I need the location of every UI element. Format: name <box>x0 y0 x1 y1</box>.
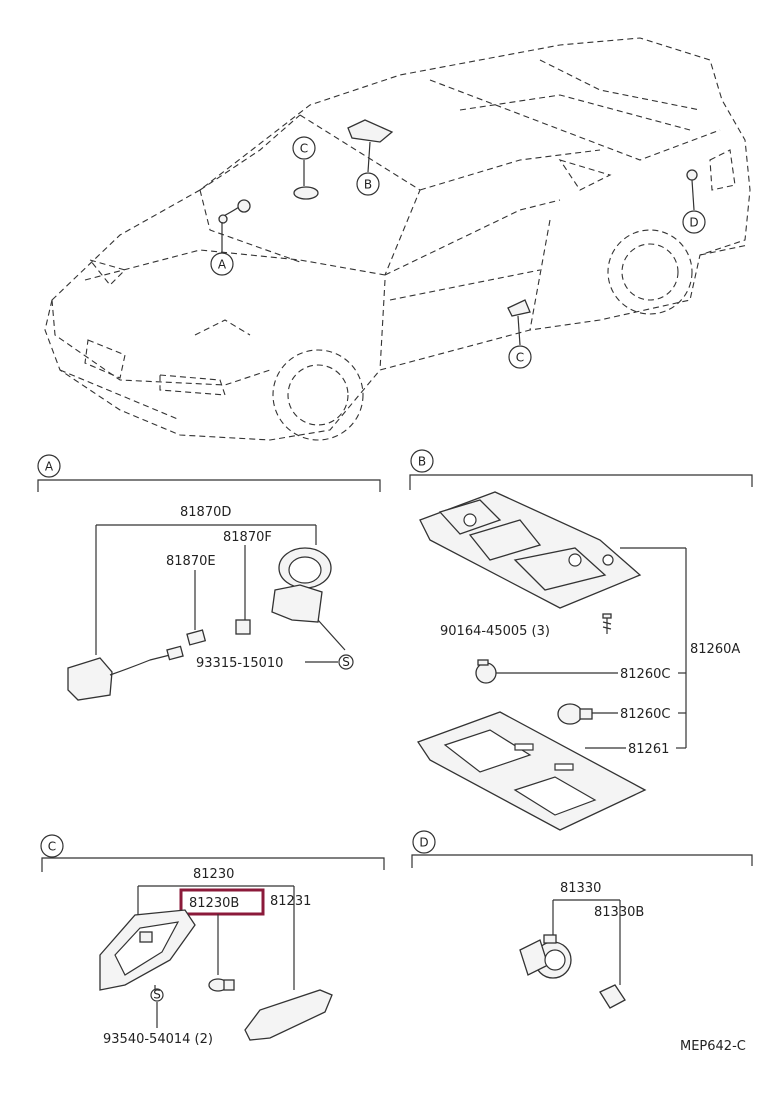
room-lamp-base-shape <box>419 491 642 609</box>
section-b: B 81260A 90164-45005 (3) 81260C <box>409 449 753 831</box>
drawing-code: MEP642-C <box>680 1039 746 1054</box>
section-b-badge <box>410 449 434 473</box>
side-lens-shape <box>244 989 333 1041</box>
section-c: C 81230 81230B 81231 S 93540-54014 (2) <box>40 834 385 1047</box>
section-a: A 81870D 81870F 81870E 93315-15010 S <box>37 454 381 701</box>
car-illustration <box>44 37 751 441</box>
part-81870f-label: 81870F <box>223 530 272 545</box>
part-81260c-2-label: 81260C <box>620 707 670 722</box>
part-81230b-label: 81230B <box>189 896 239 911</box>
part-81261-label: 81261 <box>628 742 669 757</box>
svg-text:C: C <box>300 142 308 156</box>
svg-text:A: A <box>218 258 227 272</box>
section-d-letter: D <box>419 836 428 850</box>
screw-93540-label: 93540-54014 (2) <box>103 1032 213 1047</box>
side-lamp-housing-shape <box>99 909 196 991</box>
callout-b-car: B <box>356 172 380 196</box>
screw-s-mark-a: S <box>342 655 350 669</box>
part-81330b-label: 81330B <box>594 905 644 920</box>
section-d: D 81330 81330B <box>411 830 753 1009</box>
section-b-letter: B <box>418 455 426 469</box>
screw-s-mark-c: S <box>153 988 161 1002</box>
section-d-badge <box>412 830 436 854</box>
part-81260a-label: 81260A <box>690 642 740 657</box>
highlight-81230b <box>179 888 265 916</box>
bulb-81870e-shape <box>186 629 207 646</box>
section-a-badge <box>37 454 61 478</box>
part-81260c-1-label: 81260C <box>620 667 670 682</box>
door-switch-shape <box>67 657 113 701</box>
section-c-letter: C <box>48 840 56 854</box>
screw-shape-b <box>602 613 612 634</box>
callout-d-car: D <box>682 210 706 234</box>
bulb-81330b-shape <box>599 984 626 1009</box>
socket-81870f-shape <box>235 619 251 635</box>
screw-93315-label: 93315-15010 <box>196 656 283 671</box>
section-c-badge <box>40 834 64 858</box>
part-81870d-label: 81870D <box>180 505 231 520</box>
screw-90164-label: 90164-45005 (3) <box>440 624 550 639</box>
part-81230-label: 81230 <box>193 867 234 882</box>
part-81231-label: 81231 <box>270 894 311 909</box>
part-81330-label: 81330 <box>560 881 601 896</box>
room-lamp-lens-shape <box>417 711 647 831</box>
bulb-81260c-2-shape <box>557 703 593 725</box>
section-a-letter: A <box>45 460 54 474</box>
callout-c-car-right: C <box>508 345 532 369</box>
svg-text:D: D <box>689 216 698 230</box>
bulb-81260c-1-shape <box>475 659 497 684</box>
callout-c-car-left: C <box>292 136 316 160</box>
part-81870e-label: 81870E <box>166 554 216 569</box>
svg-text:C: C <box>516 351 524 365</box>
bulb-81230b-shape <box>208 978 235 992</box>
svg-text:B: B <box>364 178 372 192</box>
callout-a-car: A <box>210 252 234 276</box>
trunk-lamp-shape <box>519 934 572 979</box>
lamp-housing-shape <box>271 547 332 623</box>
